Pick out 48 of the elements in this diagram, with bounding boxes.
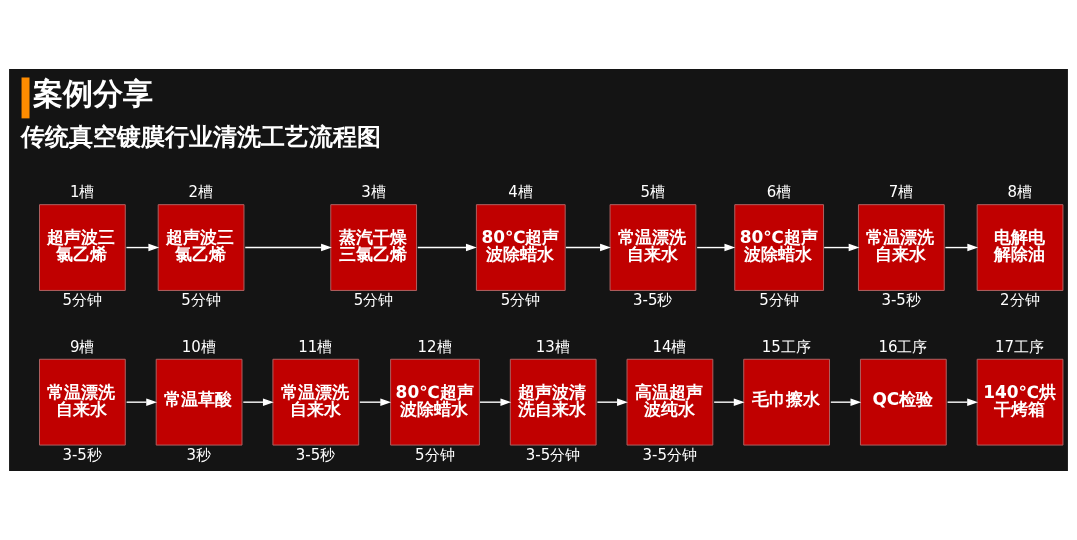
node-label: 5槽 bbox=[640, 183, 666, 202]
node-label: 2分钟 bbox=[1000, 290, 1040, 309]
node-label: 9槽 bbox=[69, 337, 95, 356]
arrow bbox=[417, 243, 477, 252]
arrow bbox=[696, 243, 736, 252]
node-label: 3-5分钟 bbox=[642, 445, 697, 464]
diagram-title: 案例分享 bbox=[33, 76, 154, 112]
node-label: 3槽 bbox=[361, 183, 386, 202]
arrow bbox=[565, 243, 611, 252]
node-label: 10槽 bbox=[181, 337, 216, 356]
node-label: 3-5秒 bbox=[295, 445, 336, 464]
node-label: 5分钟 bbox=[500, 290, 541, 309]
node-label: 8槽 bbox=[1007, 183, 1033, 202]
node-label: 13槽 bbox=[535, 337, 570, 356]
node-label: 11槽 bbox=[298, 337, 333, 356]
arrow bbox=[946, 398, 978, 406]
node-label: 5分钟 bbox=[62, 290, 102, 309]
node-label: 14槽 bbox=[652, 337, 687, 356]
node-label: 2槽 bbox=[188, 183, 214, 202]
node-label: 15工序 bbox=[761, 337, 811, 356]
arrow bbox=[830, 398, 862, 406]
node-label: 5分钟 bbox=[181, 290, 221, 309]
arrow bbox=[125, 398, 158, 406]
node-label: 16工序 bbox=[878, 337, 928, 356]
node-label: 6槽 bbox=[766, 183, 792, 202]
node-label: 12槽 bbox=[417, 337, 452, 356]
node-label: 4槽 bbox=[508, 183, 533, 202]
node-label: 7槽 bbox=[888, 183, 914, 202]
arrow bbox=[125, 243, 160, 252]
node-label: 17工序 bbox=[995, 337, 1045, 356]
arrow bbox=[823, 243, 860, 252]
node-label: 5分钟 bbox=[353, 290, 394, 309]
arrow bbox=[242, 398, 274, 406]
node-label: 1槽 bbox=[69, 183, 95, 202]
arrow bbox=[944, 243, 979, 252]
node-label: 5分钟 bbox=[415, 445, 455, 464]
arrow bbox=[359, 398, 392, 406]
arrow bbox=[479, 398, 512, 406]
node-label: 3-5分钟 bbox=[525, 445, 581, 464]
node-label: 3-5秒 bbox=[881, 290, 921, 309]
node-label: 5分钟 bbox=[759, 290, 799, 309]
node-label: 3秒 bbox=[186, 445, 212, 464]
node-label: 3-5秒 bbox=[633, 290, 673, 309]
label: 传统真空镀膜行业清洗工艺流程图 bbox=[21, 123, 382, 152]
arrow bbox=[713, 398, 745, 406]
arrow bbox=[596, 398, 628, 406]
arrow bbox=[244, 243, 332, 252]
node-label: 3-5秒 bbox=[62, 445, 102, 464]
